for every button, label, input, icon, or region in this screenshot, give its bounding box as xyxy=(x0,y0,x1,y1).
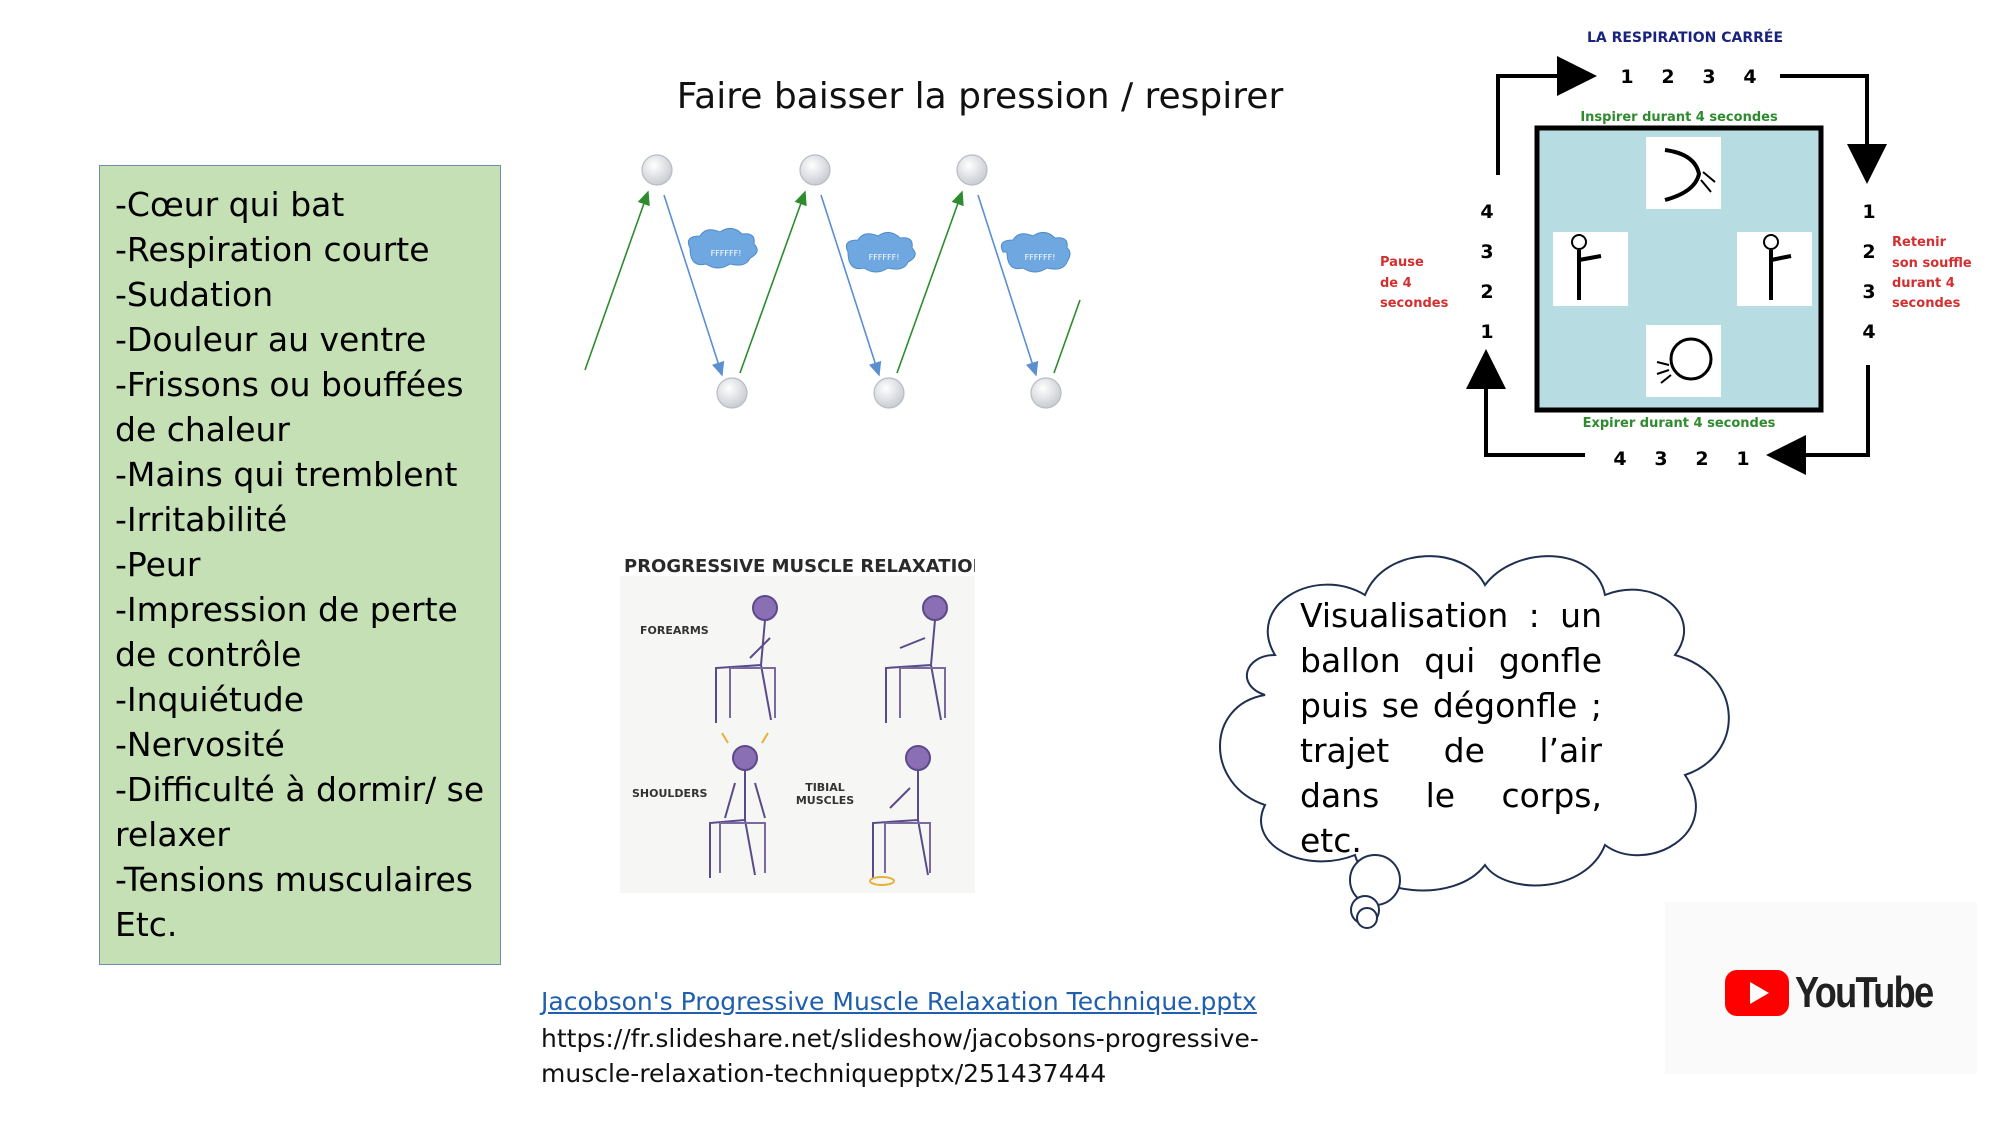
cloud-label: FFFFFF! xyxy=(1025,253,1056,262)
count-number: 3 xyxy=(1862,281,1875,303)
hold-label: secondes xyxy=(1892,296,1961,311)
exhale-label: Expirer durant 4 secondes xyxy=(1583,416,1776,431)
count-number: 3 xyxy=(1654,448,1667,470)
count-number: 4 xyxy=(1480,201,1493,223)
inhale-arrow xyxy=(584,190,650,371)
inhale-arrow xyxy=(739,190,807,374)
seated-figure xyxy=(869,745,931,886)
symptom-list: -Cœur qui bat -Respiration courte -Sudat… xyxy=(99,165,501,965)
source-link[interactable]: Jacobson's Progressive Muscle Relaxation… xyxy=(541,987,1257,1016)
count-number: 1 xyxy=(1480,321,1493,343)
symptom-item: -Tensions musculaires xyxy=(115,860,474,899)
seated-figure xyxy=(885,595,948,723)
slide-title: Faire baisser la pression / respirer xyxy=(676,76,1284,117)
symptom-item: -Respiration courte xyxy=(115,230,430,269)
seated-figure xyxy=(715,595,778,723)
top-right-arrow xyxy=(1780,74,1887,184)
count-number: 2 xyxy=(1862,241,1875,263)
pause-label: secondes xyxy=(1380,296,1449,311)
pmr-illustration: PROGRESSIVE MUSCLE RELAXATION FOREARMS S… xyxy=(620,548,975,893)
symptom-item: -Sudation xyxy=(115,275,274,314)
count-number: 4 xyxy=(1613,448,1626,470)
symptom-item: Etc. xyxy=(115,905,178,944)
inhale-face-icon xyxy=(1646,137,1721,209)
count-number: 2 xyxy=(1661,66,1674,88)
count-number: 1 xyxy=(1736,448,1749,470)
top-circle xyxy=(641,154,673,186)
count-number: 2 xyxy=(1695,448,1708,470)
count-number: 3 xyxy=(1480,241,1493,263)
count-number: 1 xyxy=(1862,201,1875,223)
visualisation-text: Visualisation : un ballon qui gonfle pui… xyxy=(1300,596,1602,860)
exhale-face-icon xyxy=(1646,325,1721,397)
exhale-arrow xyxy=(663,194,725,377)
exhale-cloud xyxy=(687,228,758,269)
symptom-item: -Nervosité xyxy=(115,725,285,764)
count-number: 2 xyxy=(1480,281,1493,303)
symptom-item: -Cœur qui bat xyxy=(115,185,345,224)
exhale-cloud xyxy=(845,232,916,273)
count-number: 4 xyxy=(1862,321,1875,343)
exhale-arrow xyxy=(977,194,1039,377)
symptom-item: -Irritabilité xyxy=(115,500,288,539)
symptom-item: -Impression de perte de contrôle xyxy=(115,590,458,674)
bottom-left-arrow xyxy=(1466,349,1585,457)
top-circle xyxy=(799,154,831,186)
exhale-cloud xyxy=(1000,232,1071,273)
pause-figure-icon xyxy=(1553,232,1628,306)
hold-label: Retenir xyxy=(1892,235,1947,250)
symptom-item: -Inquiétude xyxy=(115,680,304,719)
hold-label: son souffle xyxy=(1892,256,1972,271)
symptom-item: -Frissons ou bouffées de chaleur xyxy=(115,365,464,449)
cloud-label: FFFFFF! xyxy=(869,253,900,262)
youtube-logo[interactable]: YouTube xyxy=(1725,968,1963,1018)
hold-figure-icon xyxy=(1737,232,1812,306)
top-circle xyxy=(956,154,988,186)
youtube-panel[interactable]: YouTube xyxy=(1665,902,1977,1074)
bottom-right-arrow xyxy=(1766,365,1870,475)
breathing-wave-diagram: FFFFFF! FFFFFF! FFFFFF! xyxy=(584,154,1081,409)
pmr-label-shoulders: SHOULDERS xyxy=(632,787,708,800)
pmr-label-tibial: TIBIAL xyxy=(805,781,845,794)
inhale-label: Inspirer durant 4 secondes xyxy=(1580,110,1778,125)
exhale-arrow xyxy=(820,194,882,377)
inhale-arrow xyxy=(1053,299,1081,374)
inhale-arrow xyxy=(896,190,964,374)
cloud-label: FFFFFF! xyxy=(711,249,742,258)
hold-label: durant 4 xyxy=(1892,276,1955,291)
source-url: https://fr.slideshare.net/slideshow/jaco… xyxy=(541,1024,1259,1088)
count-number: 4 xyxy=(1743,66,1756,88)
symptom-item: -Difficulté à dormir/ se relaxer xyxy=(115,770,485,854)
count-number: 3 xyxy=(1702,66,1715,88)
bottom-circle xyxy=(716,377,748,409)
seated-figure xyxy=(709,732,769,878)
symptom-item: -Peur xyxy=(115,545,201,584)
square-breathing-diagram: LA RESPIRATION CARRÉE Inspirer durant 4 … xyxy=(1380,29,1972,475)
pmr-label-forearms: FOREARMS xyxy=(640,624,709,637)
symptom-item: -Douleur au ventre xyxy=(115,320,427,359)
youtube-play-icon xyxy=(1725,970,1789,1016)
youtube-wordmark: YouTube xyxy=(1795,968,1934,1017)
thought-cloud xyxy=(1219,555,1730,929)
count-number: 1 xyxy=(1620,66,1633,88)
bottom-circle xyxy=(873,377,905,409)
top-left-arrow xyxy=(1496,56,1597,175)
pmr-label-muscles: MUSCLES xyxy=(796,794,854,807)
symptom-item: -Mains qui tremblent xyxy=(115,455,458,494)
square-title: LA RESPIRATION CARRÉE xyxy=(1587,29,1783,46)
bottom-circle xyxy=(1030,377,1062,409)
pause-label: de 4 xyxy=(1380,276,1412,291)
cloud-shape xyxy=(1219,555,1730,892)
pmr-title: PROGRESSIVE MUSCLE RELAXATION xyxy=(624,556,975,577)
pause-label: Pause xyxy=(1380,255,1424,270)
thought-bubble xyxy=(1356,907,1378,929)
